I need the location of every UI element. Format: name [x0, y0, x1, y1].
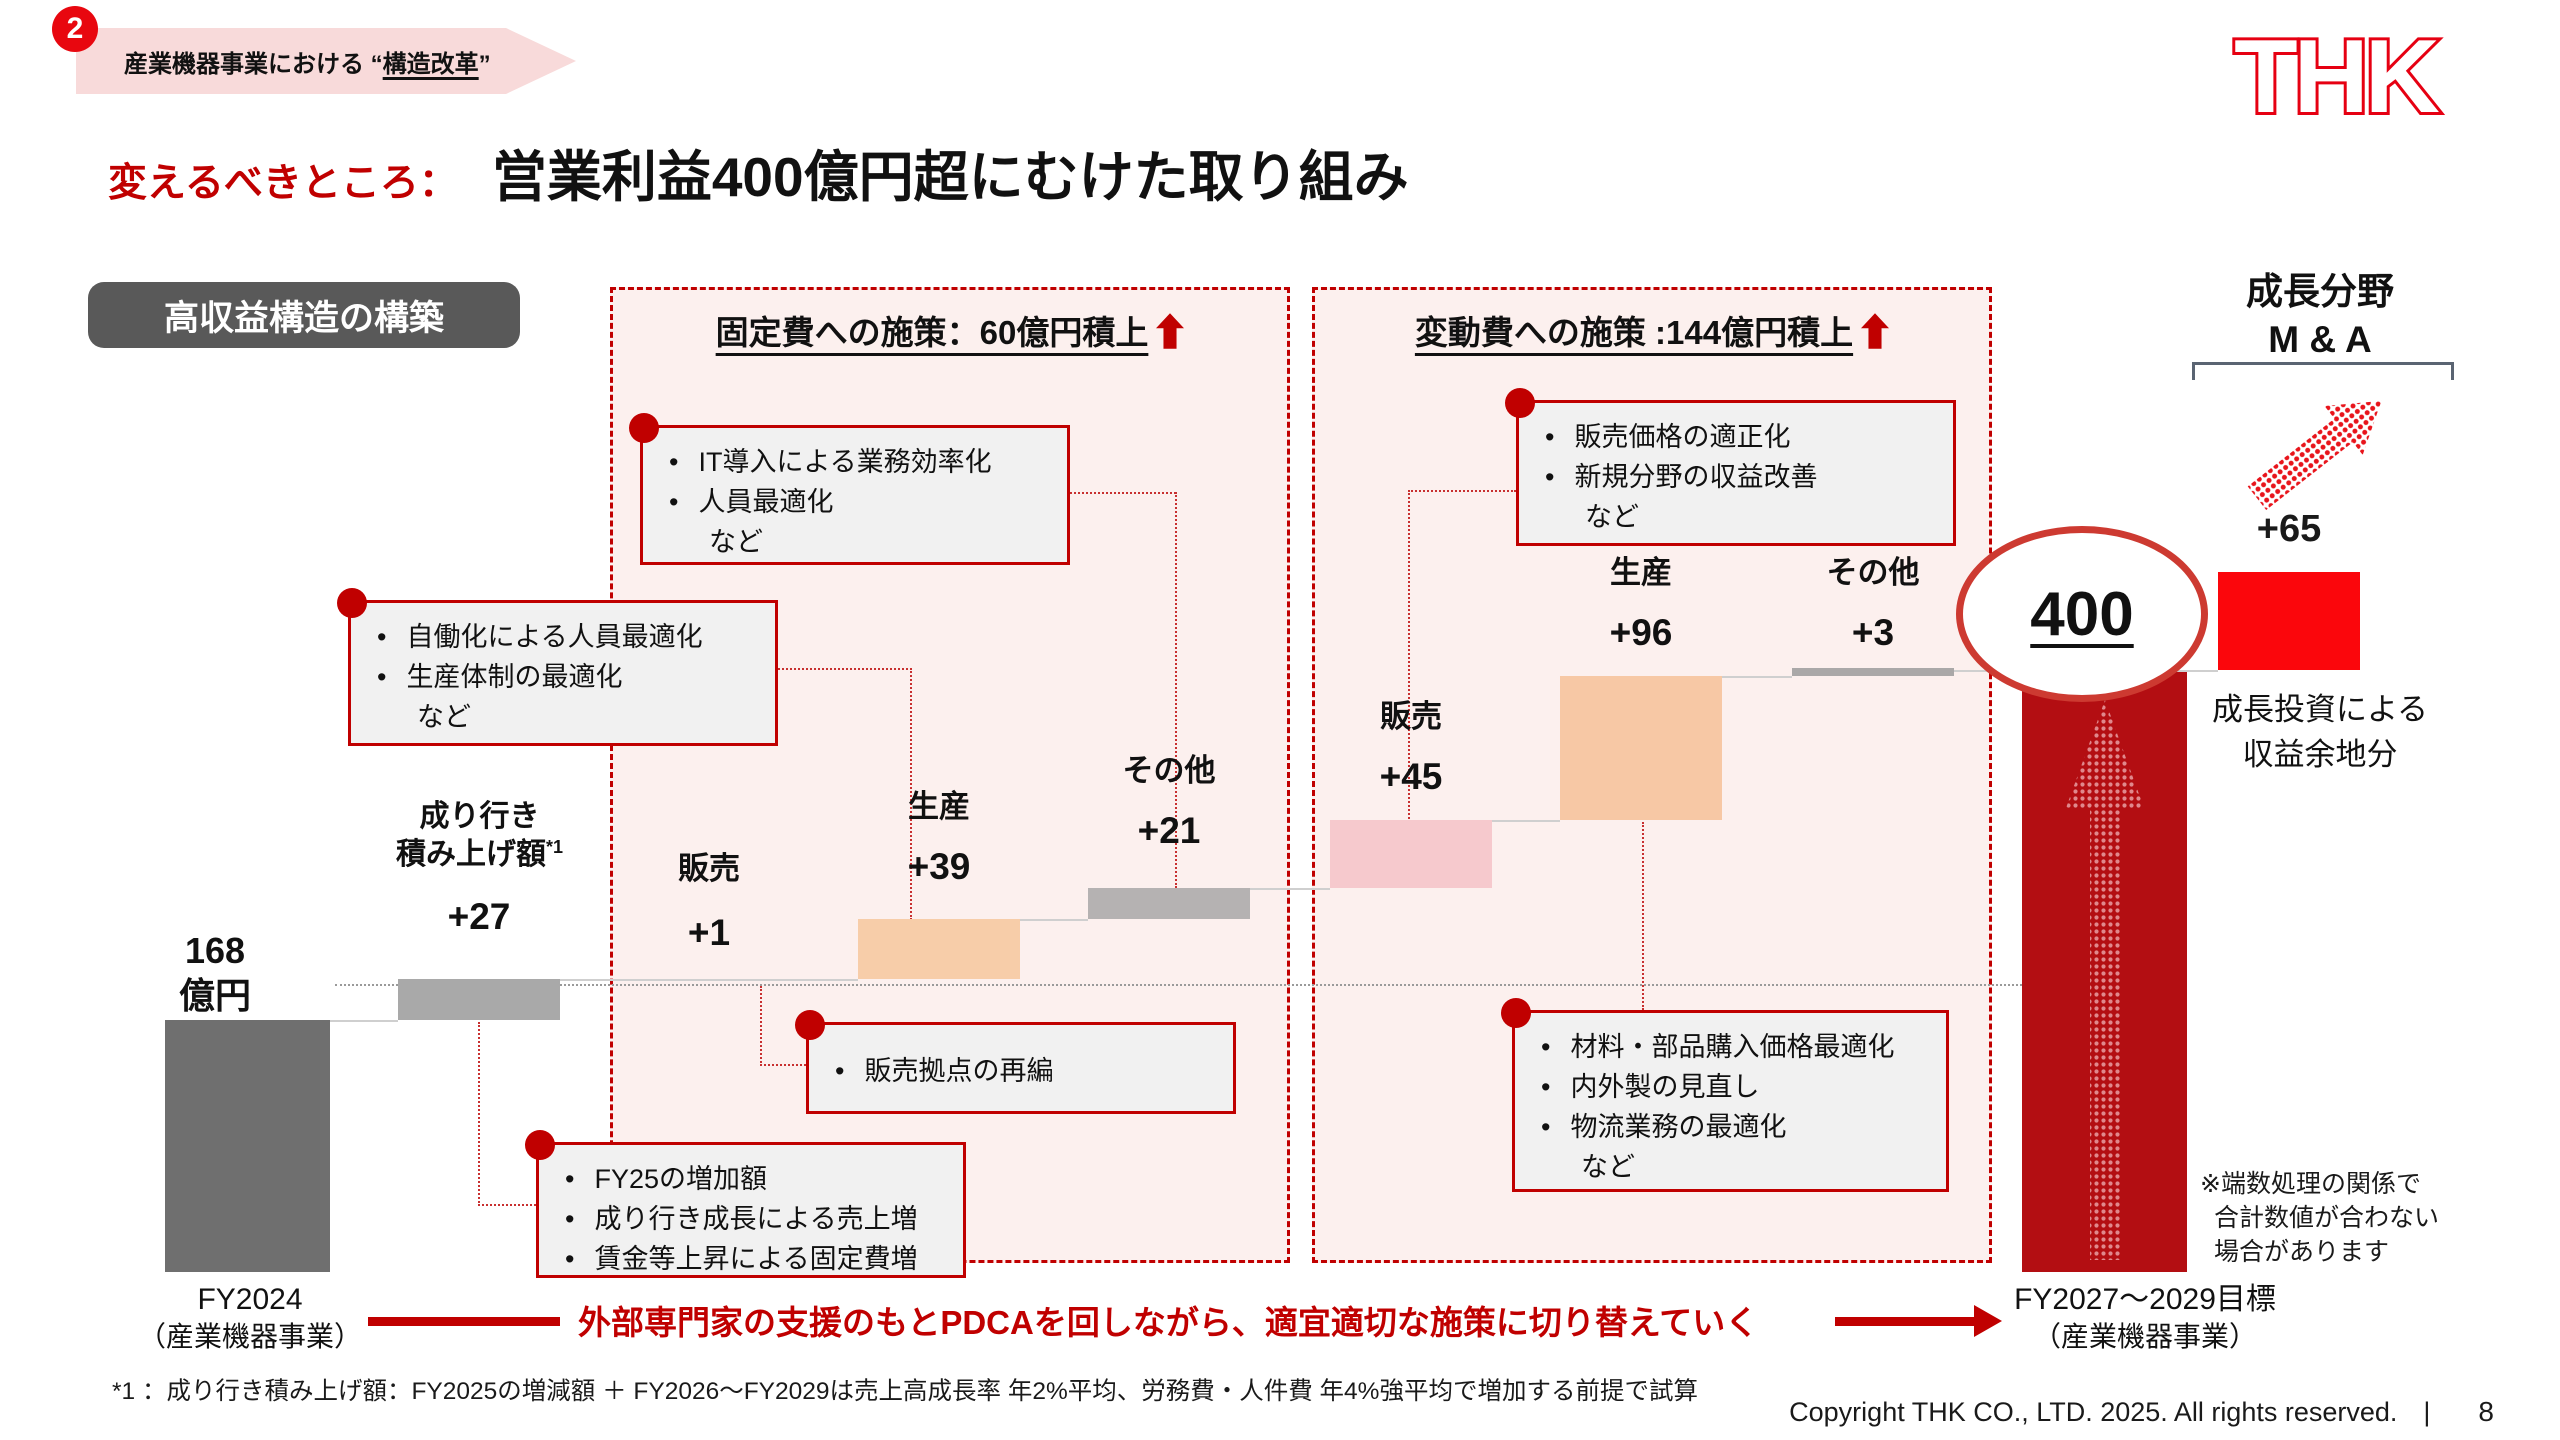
- category-hanbai-1: 販売: [678, 851, 740, 886]
- bar-seisan-plus96: [1560, 676, 1722, 820]
- step-line: [1250, 888, 1330, 890]
- delta-hanbai-45: +45: [1379, 756, 1443, 797]
- copyright-separator: |: [2423, 1397, 2431, 1427]
- delta-seisan-39: +39: [907, 846, 971, 887]
- up-arrow-icon: [1861, 313, 1890, 357]
- up-arrow-icon: [1156, 313, 1185, 357]
- step-line: [330, 1020, 398, 1022]
- target-value: 400: [2030, 579, 2134, 649]
- bar-nariyuki-plus27: [398, 979, 560, 1020]
- red-dot-icon: [337, 588, 367, 618]
- svg-text:THK: THK: [2234, 20, 2440, 130]
- category-seisan-39: 生産: [908, 789, 970, 824]
- callout-pricing: 販売価格の適正化 新規分野の収益改善 など: [1505, 388, 1956, 546]
- fixed-cost-zone-header: 固定費への施策：60億円積上: [613, 306, 1287, 357]
- delta-nariyuki: +27: [447, 896, 511, 937]
- target-value-ellipse: 400: [1956, 526, 2208, 702]
- connector: [1408, 490, 1516, 492]
- connector: [1175, 492, 1177, 888]
- delta-hanbai-1: +1: [687, 912, 731, 953]
- category-hanbai-45: 販売: [1380, 699, 1442, 734]
- red-dot-icon: [1505, 388, 1535, 418]
- high-profit-structure-tag: 高収益構造の構築: [88, 282, 520, 348]
- growth-delta-label: +65: [2256, 508, 2322, 550]
- red-dot-icon: [795, 1010, 825, 1040]
- connector: [478, 1204, 536, 1206]
- page-title: 変えるべきところ： 営業利益400億円超にむけた取り組み: [108, 132, 1409, 212]
- category-nariyuki: 成り行き 積み上げ額*1: [395, 800, 563, 871]
- title-main: 営業利益400億円超にむけた取り組み: [491, 146, 1409, 208]
- axis-label-fy2024: FY2024 （産業機器事業）: [137, 1283, 362, 1352]
- growth-bracket: [2192, 362, 2454, 380]
- delta-sonota-21: +21: [1137, 810, 1201, 851]
- category-sonota-21: その他: [1122, 753, 1216, 788]
- callout-fy25: FY25の増加額 成り行き成長による売上増 賃金等上昇による固定費増: [525, 1130, 966, 1278]
- callout-material: 材料・部品購入価格最適化 内外製の見直し 物流業務の最適化 など: [1501, 998, 1949, 1192]
- category-sonota-3: その他: [1826, 555, 1920, 590]
- axis-label-target: FY2027～2029目標 （産業機器事業）: [2014, 1283, 2276, 1352]
- pdca-left-line: [368, 1317, 560, 1326]
- bar-hanbai-plus45: [1330, 820, 1492, 888]
- banner-text: 産業機器事業における “構造改革”: [124, 50, 491, 78]
- red-dot-icon: [525, 1130, 555, 1160]
- connector: [1070, 492, 1176, 494]
- bar-sonota-plus21: [1088, 888, 1250, 919]
- growth-plus65-bar: [2218, 572, 2360, 670]
- dotted-up-arrow-icon: [2066, 700, 2144, 1260]
- category-seisan-96: 生産: [1610, 555, 1672, 590]
- connector: [760, 986, 762, 1066]
- callout-sales-base: 販売拠点の再編: [795, 1010, 1236, 1114]
- bar-fy2024: [165, 1020, 330, 1272]
- callout-automation: 自働化による人員最適化 生産体制の最適化 など: [337, 588, 778, 746]
- bar-seisan-plus39: [858, 919, 1020, 979]
- delta-seisan-96: +96: [1609, 612, 1673, 653]
- delta-sonota-3: +3: [1851, 612, 1895, 653]
- copyright-row: Copyright THK CO., LTD. 2025. All rights…: [1789, 1396, 2494, 1428]
- step-line: [1492, 820, 1560, 822]
- baseline-gridline: [335, 984, 2186, 986]
- rounding-note: ※端数処理の関係で 合計数値が合わない 場合があります: [2200, 1170, 2440, 1266]
- connector: [478, 1022, 480, 1206]
- bar-sonota-plus3: [1792, 668, 1954, 676]
- title-prefix: 変えるべきところ：: [108, 162, 458, 205]
- growth-diagonal-arrow-icon: [2247, 400, 2382, 511]
- growth-note: 成長投資による 収益余地分: [2211, 692, 2429, 772]
- step-line: [560, 979, 858, 981]
- pdca-right-line: [1835, 1317, 1975, 1326]
- copyright-text: Copyright THK CO., LTD. 2025. All rights…: [1789, 1397, 2398, 1427]
- page-number: 8: [2478, 1396, 2494, 1427]
- section-banner-arrow: 産業機器事業における “構造改革”: [76, 28, 576, 94]
- connector: [778, 668, 912, 670]
- connector: [1408, 490, 1410, 822]
- footnote: *1 ：成り行き積み上げ額：FY2025の増減額 ＋ FY2026～FY2029…: [112, 1378, 1698, 1405]
- thk-logo: THK: [2231, 20, 2447, 130]
- variable-cost-zone-header: 変動費への施策 :144億円積上: [1315, 306, 1989, 357]
- red-dot-icon: [1501, 998, 1531, 1028]
- step-line: [1020, 919, 1088, 921]
- right-arrow-icon: [1974, 1305, 2002, 1337]
- connector: [1642, 822, 1644, 1010]
- red-dot-icon: [629, 413, 659, 443]
- callout-it: IT導入による業務効率化 人員最適化 など: [629, 413, 1070, 565]
- section-number-badge: 2: [52, 6, 98, 52]
- connector: [760, 1064, 806, 1066]
- step-line: [1722, 676, 1792, 678]
- connector: [910, 668, 912, 920]
- growth-mna-title: 成長分野 M & A: [2246, 271, 2394, 361]
- pdca-statement: 外部専門家の支援のもとPDCAを回しながら、適宜適切な施策に切り替えていく: [578, 1304, 1759, 1341]
